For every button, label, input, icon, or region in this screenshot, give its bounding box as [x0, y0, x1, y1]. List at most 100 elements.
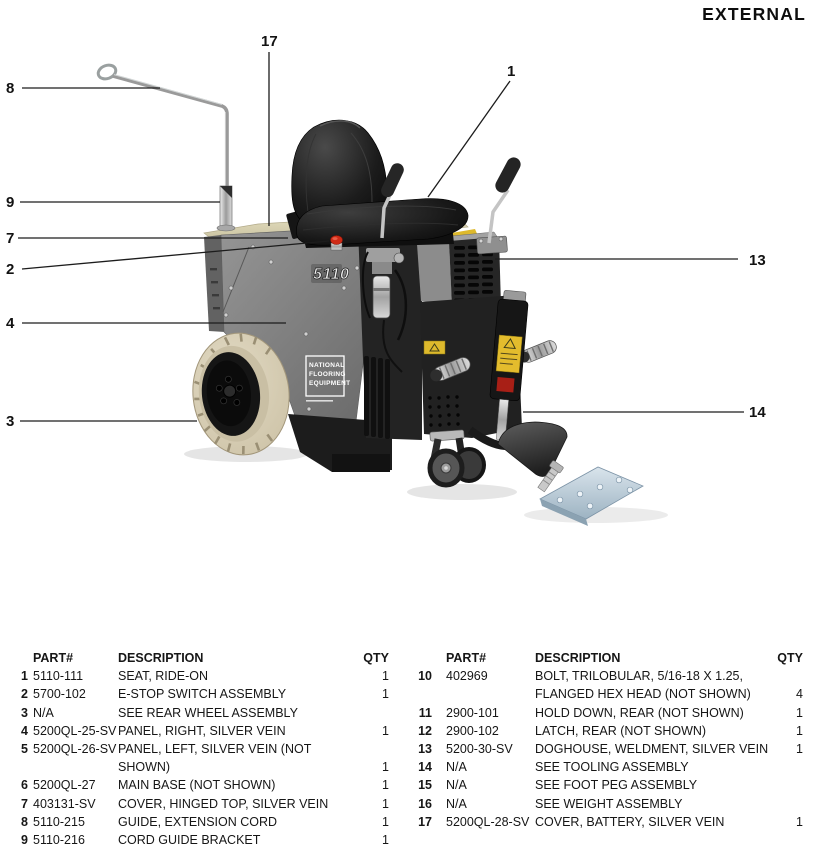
table-row: 7 403131-SV COVER, HINGED TOP, SILVER VEIN… — [18, 795, 389, 813]
item-num: 13 — [418, 742, 432, 757]
part-description: PANEL, LEFT, SILVER VEIN (NOT SHOWN) — [118, 742, 312, 775]
part-number: N/A — [446, 796, 467, 811]
rear-wheel — [192, 332, 290, 456]
part-number: 5700-102 — [33, 687, 86, 702]
callout-3: 3 — [6, 413, 14, 430]
brand-line-2: FLOORING — [309, 371, 346, 378]
callout-13: 13 — [749, 252, 766, 269]
part-number: 5200QL-26-SV — [33, 742, 117, 757]
part-number: 5110-216 — [33, 833, 85, 848]
callout-17: 17 — [261, 33, 278, 50]
part-number: 403131-SV — [33, 796, 96, 811]
item-num: 16 — [418, 796, 432, 811]
item-num: 1 — [21, 669, 28, 684]
seat — [286, 119, 469, 248]
cooling-fins — [364, 356, 390, 439]
part-description: SEAT, RIDE-ON — [118, 669, 209, 684]
item-num: 17 — [418, 814, 432, 829]
callout-1: 1 — [507, 63, 515, 80]
table-header-row: PART# DESCRIPTION QTY — [18, 649, 389, 667]
part-number: 5110-215 — [33, 814, 85, 829]
engine-cluster — [358, 224, 422, 440]
part-description: GUIDE, EXTENSION CORD — [118, 814, 278, 829]
header-description: DESCRIPTION — [118, 651, 204, 665]
part-number: 5110-111 — [33, 669, 84, 684]
part-qty: 1 — [796, 705, 803, 720]
part-qty: 1 — [796, 814, 803, 829]
item-num: 9 — [21, 833, 28, 848]
cylinder-warning-label — [496, 377, 515, 393]
part-description: DOGHOUSE, WELDMENT, SILVER VEIN — [535, 742, 769, 757]
part-number: 2900-102 — [446, 723, 499, 738]
caution-label — [423, 340, 446, 355]
part-qty: 1 — [382, 723, 389, 738]
part-description: SEE REAR WHEEL ASSEMBLY — [118, 705, 298, 720]
part-number: 402969 — [446, 669, 488, 684]
figure-area: 5110 NATIONAL FLOORING EQUIPMENT — [6, 33, 766, 526]
part-description: COVER, HINGED TOP, SILVER VEIN — [118, 796, 329, 811]
item-num: 2 — [21, 687, 28, 702]
part-qty: 1 — [796, 742, 803, 757]
brand-logo: NATIONAL FLOORING EQUIPMENT — [305, 355, 350, 402]
brand-line-1: NATIONAL — [309, 362, 345, 369]
table-row: 1 5110-111 SEAT, RIDE-ON 1 — [18, 667, 389, 685]
part-number: 2900-101 — [446, 705, 499, 720]
caster-wheel — [427, 429, 486, 488]
tooling-swivel-cone — [497, 421, 568, 477]
item-num: 6 — [21, 778, 28, 793]
part-description: E-STOP SWITCH ASSEMBLY — [118, 687, 287, 702]
callout-4: 4 — [6, 315, 15, 332]
model-label: 5110 — [313, 266, 349, 283]
part-number: 5200QL-28-SV — [446, 814, 530, 829]
callout-7: 7 — [6, 230, 14, 247]
right-panel: 5110 NATIONAL FLOORING EQUIPMENT — [220, 226, 367, 439]
table-row: 8 5110-215 GUIDE, EXTENSION CORD 1 — [18, 813, 389, 831]
callout-9: 9 — [6, 194, 14, 211]
item-num: 5 — [21, 742, 28, 757]
part-description: SEE TOOLING ASSEMBLY — [535, 760, 689, 775]
tooling-bolt — [537, 460, 564, 493]
part-description: COVER, BATTERY, SILVER VEIN — [535, 814, 725, 829]
item-num: 7 — [21, 796, 28, 811]
part-qty: 1 — [382, 669, 389, 684]
e-stop-button — [330, 235, 343, 251]
callout-2: 2 — [6, 261, 14, 278]
model-logo: 5110 — [311, 264, 349, 283]
part-qty: 1 — [382, 833, 389, 848]
item-num: 8 — [21, 814, 28, 829]
parts-table-left: PART# DESCRIPTION QTY 1 5110-111 SEAT, RID… — [18, 649, 389, 848]
table-row: 17 5200QL-28-SV COVER, BATTERY, SILVER VEI… — [414, 813, 803, 831]
header-qty: QTY — [363, 651, 389, 665]
part-qty: 1 — [382, 814, 389, 829]
part-description: SEE FOOT PEG ASSEMBLY — [535, 778, 698, 793]
part-description: PANEL, RIGHT, SILVER VEIN — [118, 723, 286, 738]
control-lever-left — [380, 163, 404, 239]
part-number: N/A — [446, 760, 467, 775]
part-number: 5200QL-27 — [33, 778, 96, 793]
part-qty: 1 — [382, 778, 389, 793]
header-part: PART# — [446, 651, 487, 665]
doghouse — [417, 231, 503, 307]
control-lever-right — [476, 157, 521, 255]
brand-line-3: EQUIPMENT — [309, 380, 350, 387]
machine-illustration: 5110 NATIONAL FLOORING EQUIPMENT — [96, 63, 644, 526]
front-left-face — [204, 235, 225, 332]
part-description: LATCH, REAR (NOT SHOWN) — [535, 723, 707, 738]
callout-numbers: 8 9 7 2 4 3 17 1 13 14 — [6, 33, 766, 430]
header-qty: QTY — [777, 651, 803, 665]
leader-line-1 — [427, 80, 511, 198]
part-description: SEE WEIGHT ASSEMBLY — [535, 796, 683, 811]
callout-lines — [18, 52, 744, 422]
part-number: 5200-30-SV — [446, 742, 513, 757]
part-qty: 1 — [382, 796, 389, 811]
part-number: N/A — [33, 705, 54, 720]
item-num: 15 — [418, 778, 432, 793]
callout-8: 8 — [6, 80, 14, 97]
